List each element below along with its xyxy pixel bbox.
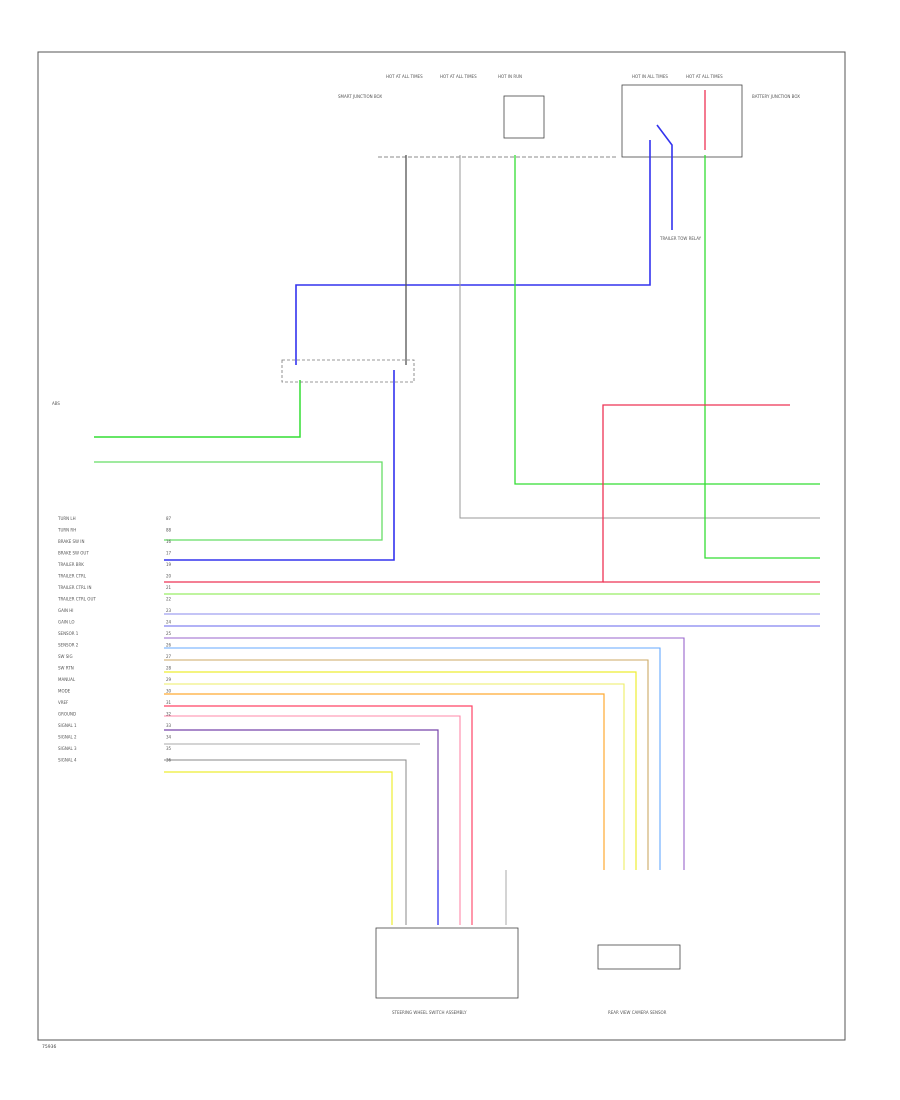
top-fuse-block: HOT AT ALL TIMES HOT AT ALL TIMES HOT IN… <box>338 74 800 241</box>
fuse-label-1: HOT AT ALL TIMES <box>386 74 423 79</box>
pin-name: SENSOR 1 <box>58 631 79 636</box>
footer-code: 75936 <box>42 1044 56 1050</box>
pin-name: VREF <box>58 700 69 705</box>
wire-tan-h <box>164 659 649 870</box>
wire-blue-top <box>295 140 651 365</box>
pin-number: 21 <box>166 585 172 590</box>
pin-number: 23 <box>166 608 172 613</box>
pin-number: 31 <box>166 700 172 705</box>
fuse-label-4: HOT IN ALL TIMES <box>632 74 668 79</box>
wire-purple-h <box>164 729 439 870</box>
pin-name: TRAILER CTRL <box>57 574 87 579</box>
module-switch-area: ABS <box>52 359 415 406</box>
label-rear-sensor: REAR VIEW CAMERA SENSOR <box>608 1010 667 1015</box>
wire-pink-h1 <box>164 705 473 870</box>
wire-lb-h <box>164 647 661 870</box>
battery-junction-box <box>621 84 743 158</box>
pin-name: BRAKE SW IN <box>58 539 84 544</box>
label-left-module: ABS <box>52 401 60 406</box>
pin-number: 22 <box>166 597 172 602</box>
pin-name: SIGNAL 1 <box>58 723 77 728</box>
smart-junction-area <box>281 359 415 383</box>
pin-name: TURN RH <box>57 528 76 533</box>
fuse-label-3: HOT IN RUN <box>498 74 522 79</box>
steering-switch-box <box>375 927 519 999</box>
pin-number: 27 <box>166 654 172 659</box>
pin-name: TRAILER CTRL OUT <box>57 597 96 602</box>
wire-orange-h <box>164 693 605 870</box>
pin-number: 30 <box>166 689 172 694</box>
wire-green-2 <box>704 155 820 559</box>
pin-number: 33 <box>166 723 172 728</box>
label-junction-left: SMART JUNCTION BOX <box>338 94 382 99</box>
wires <box>94 90 820 925</box>
wire-blue-relay <box>656 124 673 230</box>
pin-name: SIGNAL 3 <box>58 746 77 751</box>
fuse-label-5: HOT AT ALL TIMES <box>686 74 723 79</box>
bottom-components: STEERING WHEEL SWITCH ASSEMBLY REAR VIEW… <box>375 927 681 1015</box>
label-switch-module: STEERING WHEEL SWITCH ASSEMBLY <box>392 1010 467 1015</box>
pin-name: SW RTN <box>58 666 74 671</box>
pin-name: GROUND <box>58 712 76 717</box>
pin-number: 17 <box>166 551 172 556</box>
pin-name: TURN LH <box>57 516 76 521</box>
pin-name: MODE <box>58 689 71 694</box>
pin-number: 34 <box>166 735 172 740</box>
pin-number: 19 <box>166 562 172 567</box>
pin-number: 87 <box>166 516 172 521</box>
label-right-box: BATTERY JUNCTION BOX <box>752 94 800 99</box>
wire-green-4 <box>94 461 383 541</box>
pin-name: GAIN LO <box>58 620 75 625</box>
rear-sensor-box <box>597 944 681 970</box>
pin-number: 36 <box>166 758 172 763</box>
wire-yellow-h2 <box>164 683 625 870</box>
pin-number: 88 <box>166 528 172 533</box>
pin-number: 25 <box>166 631 172 636</box>
pin-number: 20 <box>166 574 172 579</box>
pin-name: SENSOR 2 <box>58 643 79 648</box>
pin-number: 35 <box>166 746 172 751</box>
label-relay: TRAILER TOW RELAY <box>659 236 702 241</box>
wire-blue-down <box>164 370 395 561</box>
pin-number: 32 <box>166 712 172 717</box>
pin-number: 29 <box>166 677 172 682</box>
wire-pink-h2 <box>164 715 461 870</box>
wire-green-1 <box>514 155 820 485</box>
wire-yellow-h1 <box>164 671 637 870</box>
pin-name: GAIN HI <box>58 608 73 613</box>
pin-number: 24 <box>166 620 172 625</box>
trailer-relay-box <box>503 95 545 139</box>
pin-name: SIGNAL 2 <box>58 735 77 740</box>
diagram-frame <box>37 51 846 1041</box>
wire-gray-1 <box>459 155 820 519</box>
pin-name: TRAILER CTRL IN <box>57 585 91 590</box>
pin-name: SW SIG <box>58 654 73 659</box>
pin-name: MANUAL <box>58 677 76 682</box>
wire-yellow-h3 <box>164 771 393 870</box>
wire-green-3 <box>94 380 301 438</box>
wire-red-1 <box>164 404 790 583</box>
pin-name: BRAKE SW OUT <box>58 551 89 556</box>
pin-number: 28 <box>166 666 172 671</box>
wire-dark-h <box>164 759 407 870</box>
pin-name: TRAILER BRK <box>57 562 84 567</box>
pin-number: 26 <box>166 643 172 648</box>
fuse-label-2: HOT AT ALL TIMES <box>440 74 477 79</box>
pin-name: SIGNAL 4 <box>58 758 77 763</box>
wire-violet-h <box>164 637 685 870</box>
pin-number: 16 <box>166 539 172 544</box>
